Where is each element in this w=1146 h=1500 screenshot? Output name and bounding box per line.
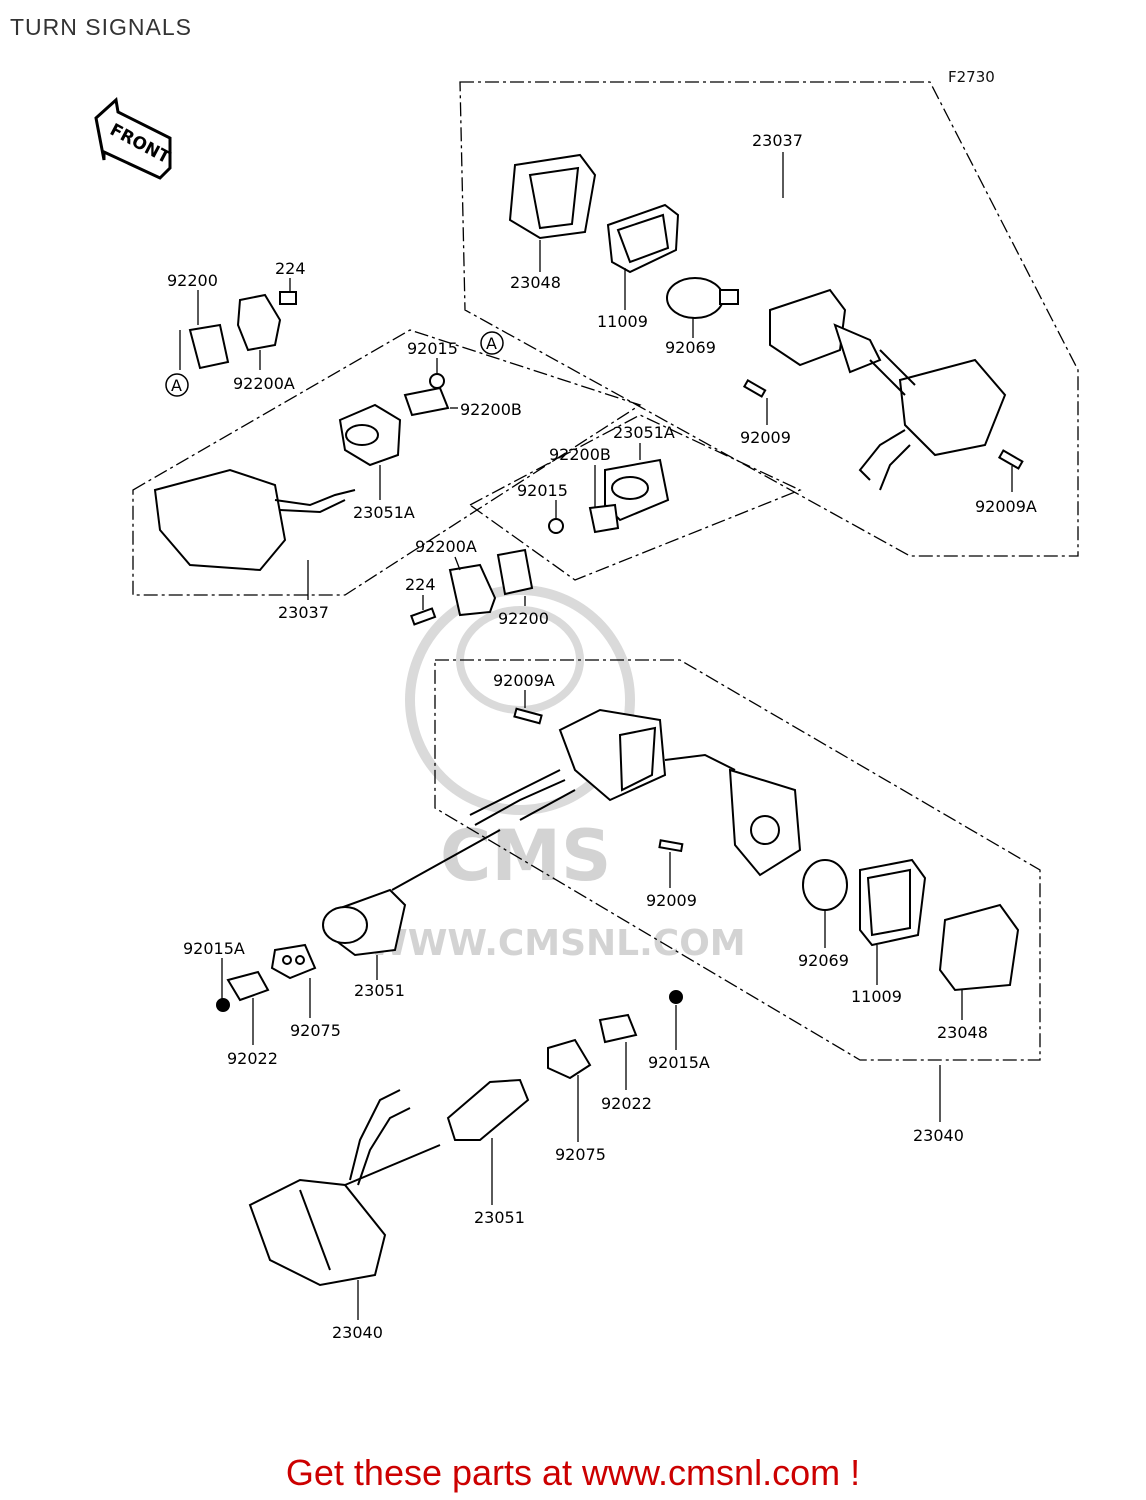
plate-92200b-mid-icon	[588, 503, 620, 534]
part-label-23037-top: 23037	[752, 131, 803, 150]
bracket-92200a-left-icon	[236, 293, 282, 352]
part-label-23051a-left: 23051A	[353, 503, 415, 522]
part-label-92015a-right: 92015A	[648, 1053, 710, 1072]
group-box-23051a-mid	[468, 414, 802, 581]
part-label-92069-top: 92069	[665, 338, 716, 357]
part-label-92009a-top: 92009A	[975, 497, 1037, 516]
part-label-23048-top: 23048	[510, 273, 561, 292]
page-title: TURN SIGNALS	[10, 14, 192, 40]
group-box-23037-left	[132, 329, 642, 596]
group-box-23040-right	[434, 659, 1041, 1061]
part-label-11009-bot: 11009	[851, 987, 902, 1006]
housing-23037-top-icon	[769, 288, 847, 367]
part-label-92200b-top: 92200B	[460, 400, 522, 419]
ref-marker-a-top: A	[480, 331, 504, 355]
part-label-92009-bot: 92009	[646, 891, 697, 910]
watermark-logo-text: CMS	[440, 815, 611, 897]
bracket-92200a-mid-icon	[448, 563, 497, 617]
front-arrow-icon: FRONT	[94, 97, 173, 180]
part-label-224-left: 224	[275, 259, 306, 278]
part-label-92015-mid: 92015	[517, 481, 568, 500]
part-label-92015-top: 92015	[407, 339, 458, 358]
part-label-23040-right: 23040	[913, 1126, 964, 1145]
parts-diagram: CMS WWW.CMSNL.COM FRONT	[94, 81, 1079, 1342]
part-label-92200a-left: 92200A	[233, 374, 295, 393]
figure-code: F2730	[948, 68, 995, 86]
screw-92009a-top-icon	[997, 449, 1024, 470]
part-label-23051-mid: 23051	[354, 981, 405, 1000]
part-label-92022-left: 92022	[227, 1049, 278, 1068]
lens-23048-bot-icon	[938, 903, 1020, 992]
grommet-92075-right-icon	[547, 1038, 592, 1080]
bolt-224-left-icon	[279, 291, 297, 305]
part-label-92069-bot: 92069	[798, 951, 849, 970]
grommet-92075-left-icon	[270, 943, 317, 980]
part-label-92200b-mid: 92200B	[549, 445, 611, 464]
nut-92015-mid-icon	[548, 518, 564, 534]
nut-92015a-right-icon	[669, 990, 683, 1004]
part-label-92015a-left: 92015A	[183, 939, 245, 958]
plate-92200-left-icon	[188, 323, 230, 370]
screw-92009-top-icon	[742, 379, 767, 398]
screw-92009-bot-icon	[658, 839, 684, 853]
part-label-92009a-bot: 92009A	[493, 671, 555, 690]
nut-92015a-left-icon	[216, 998, 230, 1012]
part-label-224-mid: 224	[405, 575, 436, 594]
svg-text:A: A	[486, 334, 497, 353]
part-label-23051a-mid: 23051A	[613, 423, 675, 442]
screw-92009a-bot-icon	[513, 707, 543, 725]
part-label-92200-mid: 92200	[498, 609, 549, 628]
part-label-23040-bot: 23040	[332, 1323, 383, 1342]
order-parts-link[interactable]: Get these parts at www.cmsnl.com !	[285, 1452, 861, 1493]
svg-text:A: A	[171, 376, 182, 395]
part-label-92075-left: 92075	[290, 1021, 341, 1040]
plate-92200-mid-icon	[496, 548, 534, 596]
watermark-url: WWW.CMSNL.COM	[368, 923, 746, 964]
part-label-23051-bot: 23051	[474, 1208, 525, 1227]
group-box-23037-top	[459, 81, 1079, 557]
part-label-23048-bot: 23048	[937, 1023, 988, 1042]
bulb-92069-bot-icon	[802, 859, 848, 911]
part-label-11009-top: 11009	[597, 312, 648, 331]
plate-92200b-top-icon	[403, 386, 450, 417]
bolt-224-mid-icon	[410, 607, 437, 626]
housing-23040-bot-icon	[248, 1178, 387, 1287]
washer-92022-left-icon	[226, 970, 270, 1002]
part-label-92200a-mid: 92200A	[415, 537, 477, 556]
bulb-92069-top-icon	[666, 277, 724, 319]
nut-92015-top-icon	[429, 373, 445, 389]
housing-23037-left-icon	[153, 468, 287, 572]
part-label-92022-right: 92022	[601, 1094, 652, 1113]
ref-marker-a-left: A	[165, 373, 189, 397]
washer-92022-right-icon	[598, 1013, 638, 1044]
part-label-23037-left: 23037	[278, 603, 329, 622]
part-label-92075-right: 92075	[555, 1145, 606, 1164]
grommet-23051-bot-icon	[446, 1078, 530, 1141]
part-label-92200-left: 92200	[167, 271, 218, 290]
part-label-92009-top: 92009	[740, 428, 791, 447]
